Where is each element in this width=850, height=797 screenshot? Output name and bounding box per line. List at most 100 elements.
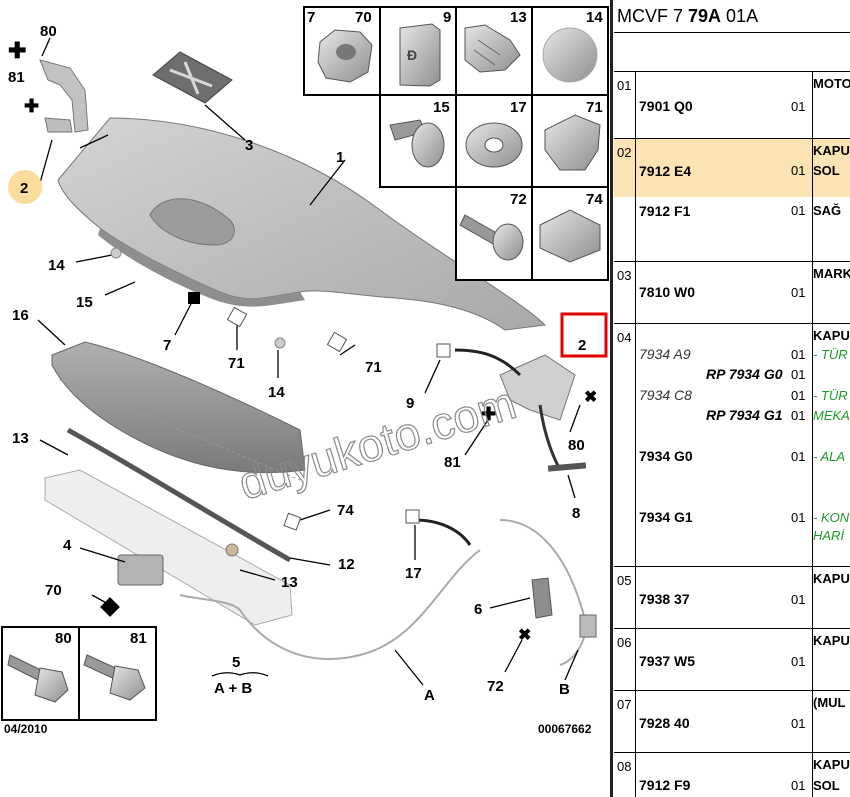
callout-A: A (424, 687, 435, 704)
inset-label-80: 80 (55, 630, 72, 647)
diagram-code: 00067662 (538, 722, 592, 736)
red-highlight-box (560, 312, 608, 358)
part-number[interactable]: 7934 G0 (639, 448, 693, 464)
hinge-bracket (39, 59, 89, 133)
part-number[interactable]: 7937 W5 (639, 653, 696, 669)
row-description: KAPU (813, 757, 850, 772)
cross-marker: ✖ (518, 627, 531, 644)
part-number[interactable]: 7810 W0 (639, 284, 696, 300)
note-text: MEKA (813, 408, 850, 423)
replacement-part[interactable]: RP 7934 G1 (706, 407, 783, 423)
part-number[interactable]: 7934 G1 (639, 509, 693, 525)
callout-5-subtitle: A + B (214, 680, 252, 697)
bolts-inset (1, 626, 157, 721)
row-index: 06 (614, 629, 636, 690)
row-index: 07 (614, 691, 636, 752)
parts-row-02[interactable]: 02 KAPU 7912 E4 01 SOL 7912 F1 01 SAĞ (614, 139, 850, 262)
parts-row-03[interactable]: 03 MARK 7810 W0 01 (614, 262, 850, 324)
note-text: - TÜR (813, 388, 848, 403)
row-highlight (614, 139, 850, 197)
ref-prefix: MCVF 7 (617, 6, 689, 26)
replacement-part[interactable]: RP 7934 G0 (706, 366, 783, 382)
part-number[interactable]: 7912 F1 (639, 203, 691, 219)
side-text: SOL (813, 778, 840, 793)
part-number[interactable]: 7901 Q0 (639, 98, 693, 114)
part-number[interactable]: 7912 E4 (639, 163, 692, 179)
callout-17: 17 (405, 565, 422, 582)
cross-member (44, 469, 293, 626)
row-index: 03 (614, 262, 636, 323)
quantity: 01 (791, 163, 806, 178)
callout-6: 6 (474, 601, 482, 618)
quantity: 01 (791, 408, 806, 423)
parts-row-01[interactable]: 01 MOTO 7901 Q0 01 (614, 72, 850, 139)
inset-label-70: 70 (355, 9, 372, 26)
plus-marker: ✚ (8, 38, 26, 63)
row-index: 05 (614, 567, 636, 628)
note-text: HARİ (813, 528, 845, 543)
part-number[interactable]: 7912 F9 (639, 777, 691, 793)
row-index: 04 (614, 324, 636, 566)
callout-1: 1 (336, 149, 344, 166)
leader-lines (37, 37, 581, 686)
parts-row-04[interactable]: 04 KAPU 7934 A9 01 - TÜR RP 7934 G0 01 7… (614, 324, 850, 567)
callout-80: 80 (568, 437, 585, 454)
reference-header: MCVF 7 79A 01A (614, 0, 850, 32)
callout-16: 16 (12, 307, 29, 324)
parts-exploded-diagram: ✚ ✚ ✚ ✖ ✖ 80 81 2 3 1 14 15 7 71 14 71 1… (1, 6, 609, 736)
parts-row-05[interactable]: 05 KAPU 7938 37 01 (614, 567, 850, 629)
part-number[interactable]: 7938 37 (639, 591, 690, 607)
note-text: - TÜR (813, 347, 848, 362)
quantity: 01 (791, 388, 806, 403)
callout-7: 7 (163, 337, 171, 354)
quantity: 01 (791, 367, 806, 382)
callout-8: 8 (572, 505, 580, 522)
ref-bold: 79A (688, 6, 722, 26)
callout-B: B (559, 681, 570, 698)
plus-marker: ✚ (481, 404, 496, 424)
callout-72: 72 (487, 678, 504, 695)
callout-81: 81 (444, 454, 461, 471)
callout-74: 74 (337, 502, 354, 519)
callout-80: 80 (40, 23, 57, 40)
header-band (614, 32, 850, 72)
svg-text:Ð: Ð (407, 47, 417, 63)
inset-label-7: 7 (307, 9, 315, 26)
diamond-marker-filled (100, 597, 120, 617)
row-index: 08 (614, 753, 636, 797)
row-description: KAPU (813, 633, 850, 648)
inset-label-13: 13 (510, 9, 527, 26)
inset-label-72: 72 (510, 191, 527, 208)
parts-row-07[interactable]: 07 (MUL 7928 40 01 (614, 691, 850, 753)
part-number[interactable]: 7934 A9 (639, 346, 691, 362)
highlight-circle (8, 170, 42, 204)
inset-label-71: 71 (586, 99, 603, 116)
diagram-date: 04/2010 (4, 722, 48, 736)
quantity: 01 (791, 347, 806, 362)
hinge-mechanism (179, 348, 597, 666)
seal-strip (66, 427, 292, 563)
ref-suffix: 01A (721, 6, 759, 26)
inset-label-9: 9 (443, 9, 451, 26)
panel-divider (610, 0, 613, 797)
note-text: - KON (813, 510, 850, 525)
parts-row-08[interactable]: 08 KAPU 7912 F9 01 SOL (614, 753, 850, 797)
part-number[interactable]: 7928 40 (639, 715, 690, 731)
quantity: 01 (791, 285, 806, 300)
callout-2: 2 (20, 180, 28, 197)
fasteners-inset: Ð (303, 6, 609, 281)
row-description: KAPU (813, 143, 850, 158)
cross-marker: ✖ (584, 389, 597, 406)
callout-12: 12 (338, 556, 355, 573)
callout-70: 70 (45, 582, 62, 599)
quantity: 01 (791, 449, 806, 464)
side-text: SOL (813, 163, 840, 178)
callout-15: 15 (76, 294, 93, 311)
inset-label-81: 81 (130, 630, 147, 647)
part-number[interactable]: 7934 C8 (639, 387, 692, 403)
callout-14: 14 (48, 257, 65, 274)
brace-5 (211, 672, 269, 677)
bonnet-panel (57, 117, 547, 331)
parts-row-06[interactable]: 06 KAPU 7937 W5 01 (614, 629, 850, 691)
square-marker-filled (188, 292, 200, 304)
